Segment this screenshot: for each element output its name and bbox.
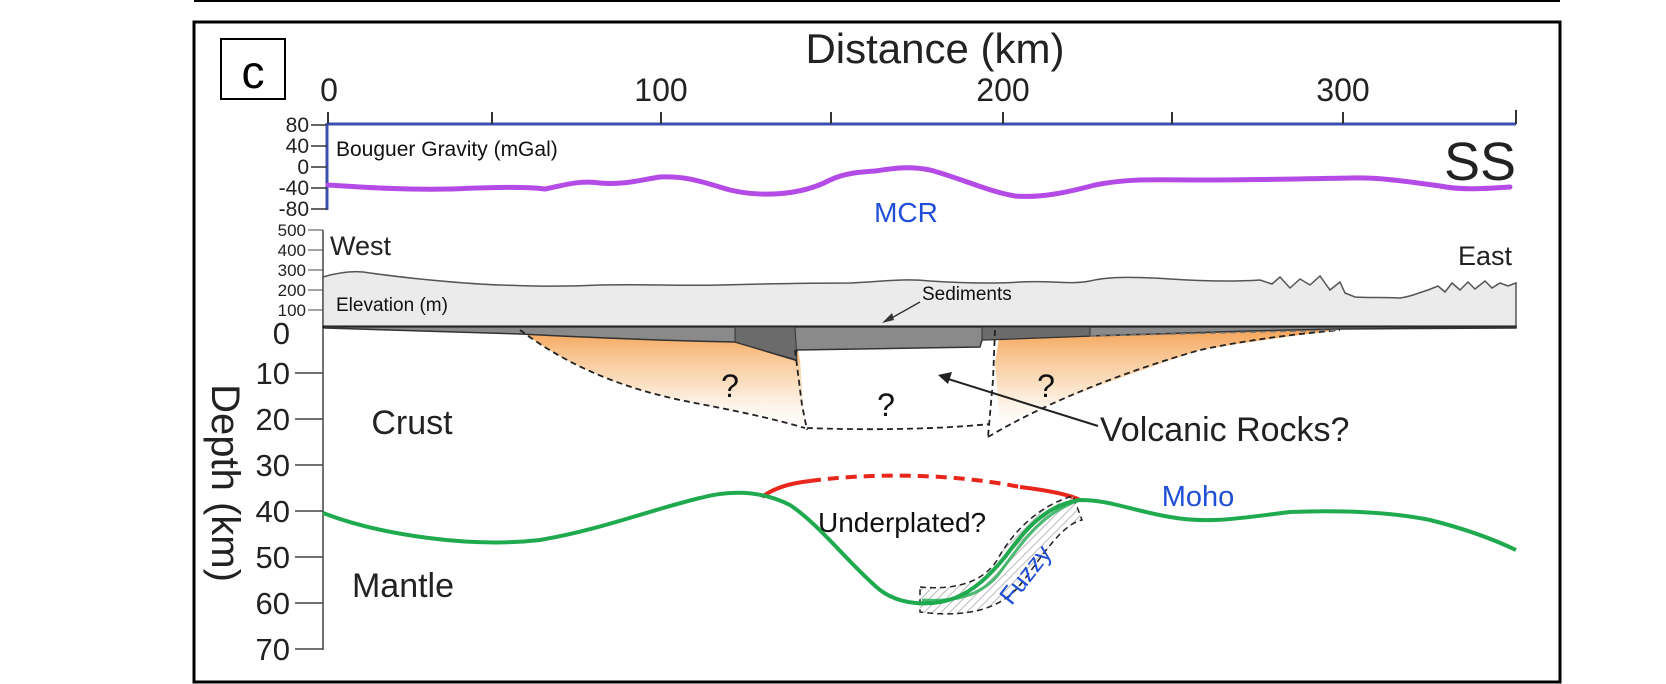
fuzzy-zone <box>919 495 1084 615</box>
underplated-top-dashed <box>809 473 1021 489</box>
gravity-tick-label: 40 <box>286 135 309 158</box>
moho-inner-line <box>921 498 1079 602</box>
station-label: SS <box>1444 132 1516 192</box>
distance-tick-label: 0 <box>320 72 338 108</box>
sedimentary-basin <box>324 326 1517 361</box>
elevation-profile <box>322 270 1517 328</box>
panel-label: c <box>242 46 265 98</box>
depth-tick-label: 10 <box>256 356 290 391</box>
question-marks: ? ? ? <box>721 368 1055 423</box>
elevation-tick-label: 100 <box>278 301 306 320</box>
depth-tick-labels: 0 10 20 30 40 50 60 70 <box>256 316 290 667</box>
depth-tick-label: 60 <box>256 586 290 621</box>
elevation-tick-label: 200 <box>278 281 306 300</box>
sediments-arrow <box>887 301 921 321</box>
bouguer-gravity-curve <box>325 165 1513 199</box>
underplated-label: Underplated? <box>818 507 986 538</box>
underplated-top-solid <box>760 479 811 499</box>
question-mark: ? <box>721 368 739 404</box>
depth-tick-label: 20 <box>256 402 290 437</box>
gravity-tick-label: -40 <box>279 177 309 200</box>
distance-axis-line <box>327 110 1517 126</box>
elevation-tick-label: 500 <box>278 221 306 240</box>
mantle-label: Mantle <box>352 567 454 605</box>
crust-label: Crust <box>371 404 453 442</box>
depth-tick-label: 30 <box>256 448 290 483</box>
distance-tick-label: 200 <box>976 72 1029 108</box>
gravity-tick-labels: 80 40 0 -40 -80 <box>279 114 309 221</box>
depth-axis-title: Depth (km) <box>203 384 247 582</box>
depth-tick-label: 40 <box>256 494 290 529</box>
sediments-label: Sediments <box>922 284 1012 305</box>
distance-axis-title: Distance (km) <box>805 25 1064 72</box>
figure-frame <box>192 20 1562 684</box>
elevation-tick-label: 300 <box>278 261 306 280</box>
elevation-tick-labels: 500 400 300 200 100 <box>278 221 306 320</box>
distance-tick-labels: 0 100 200 300 <box>320 72 1370 108</box>
depth-tick-label: 70 <box>256 632 290 667</box>
elevation-label: Elevation (m) <box>336 295 448 316</box>
volcanic-arrow <box>944 377 1099 427</box>
panel-label-box <box>220 38 286 100</box>
gravity-tick-label: -80 <box>279 198 309 221</box>
distance-tick-label: 100 <box>634 72 687 108</box>
east-label: East <box>1458 241 1513 271</box>
mcr-label: MCR <box>874 197 938 228</box>
elevation-tick-label: 400 <box>278 241 306 260</box>
volcanic-rocks-region <box>520 330 1340 428</box>
moho-label: Moho <box>1162 481 1235 513</box>
gravity-label: Bouguer Gravity (mGal) <box>336 138 558 161</box>
gravity-tick-label: 0 <box>297 156 309 179</box>
moho-line <box>322 490 1517 606</box>
west-label: West <box>330 231 392 261</box>
basin-boundaries <box>519 329 1341 438</box>
question-mark: ? <box>877 387 895 423</box>
depth-tick-label: 50 <box>256 540 290 575</box>
volcanic-rocks-label: Volcanic Rocks? <box>1100 411 1349 449</box>
distance-tick-label: 300 <box>1316 72 1369 108</box>
gravity-tick-label: 80 <box>286 114 309 137</box>
depth-tick-label: 0 <box>273 316 290 351</box>
question-mark: ? <box>1037 368 1055 404</box>
